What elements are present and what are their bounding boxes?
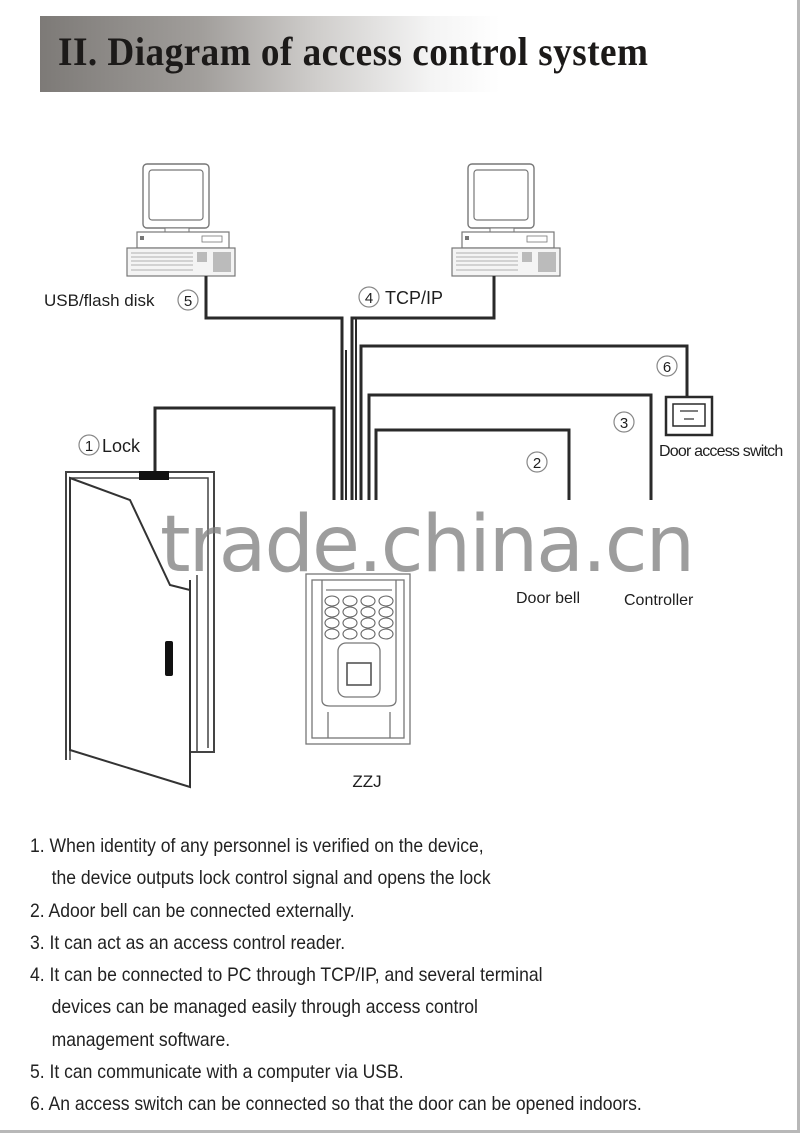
computer-left-icon <box>126 163 236 277</box>
note-6: 6. An access switch can be connected so … <box>30 1093 642 1116</box>
label-controller: 3 Controller <box>613 411 694 609</box>
zzj-fingerprint-device-icon <box>305 573 411 745</box>
marker-1: 1 <box>85 438 93 455</box>
label-zzj: ZZJ <box>352 772 381 791</box>
watermark-text: trade.china.cn <box>160 500 695 590</box>
wiring <box>153 276 689 500</box>
wire-tcpip <box>350 276 496 500</box>
marker-2: 2 <box>533 455 541 472</box>
svg-text:Lock: Lock <box>102 436 141 456</box>
title-banner <box>40 16 500 92</box>
wire-door-bell <box>374 428 571 500</box>
wire-controller <box>367 393 653 500</box>
label-lock: 1 Lock <box>78 434 141 456</box>
page-title: II. Diagram of access control system <box>58 29 649 74</box>
svg-text:USB/flash disk: USB/flash disk <box>44 291 155 310</box>
label-tcpip: 4 TCP/IP <box>358 286 443 308</box>
label-usb-flash-disk: USB/flash disk 5 <box>44 289 199 311</box>
wire-door-switch <box>359 344 689 500</box>
label-door-bell: 2 Door bell <box>516 451 580 607</box>
note-2: 2. Adoor bell can be connected externall… <box>30 899 355 922</box>
computer-right-icon <box>451 163 561 277</box>
wire-lock <box>153 406 336 500</box>
access-control-diagram: USB/flash disk 5 4 TCP/IP 1 Lock 2 Door … <box>44 163 783 791</box>
svg-text:Door bell: Door bell <box>516 590 580 607</box>
marker-6: 6 <box>663 359 671 376</box>
note-4-line-2: devices can be managed easily through ac… <box>51 996 478 1019</box>
notes-list: 1. When identity of any personnel is ver… <box>30 830 790 1121</box>
note-1-line-2: the device outputs lock control signal a… <box>51 867 491 890</box>
svg-text:ZZJ: ZZJ <box>352 772 381 791</box>
svg-text:Door access switch: Door access switch <box>659 443 782 460</box>
wire-usb <box>204 276 344 500</box>
note-5: 5. It can communicate with a computer vi… <box>30 1061 404 1084</box>
marker-4: 4 <box>365 290 373 307</box>
marker-3: 3 <box>620 415 628 432</box>
svg-text:Controller: Controller <box>624 592 694 609</box>
note-4-line-1: 4. It can be connected to PC through TCP… <box>30 964 543 987</box>
door-icon <box>65 471 215 789</box>
door-access-switch-icon <box>664 395 714 437</box>
svg-text:TCP/IP: TCP/IP <box>385 288 443 308</box>
label-door-access-switch: 6 Door access switch <box>656 355 783 460</box>
marker-5: 5 <box>184 293 192 310</box>
note-1-line-1: 1. When identity of any personnel is ver… <box>30 835 484 857</box>
wire-bundle <box>345 318 357 500</box>
note-3: 3. It can act as an access control reade… <box>30 931 346 954</box>
note-4-line-3: management software. <box>51 1028 231 1051</box>
